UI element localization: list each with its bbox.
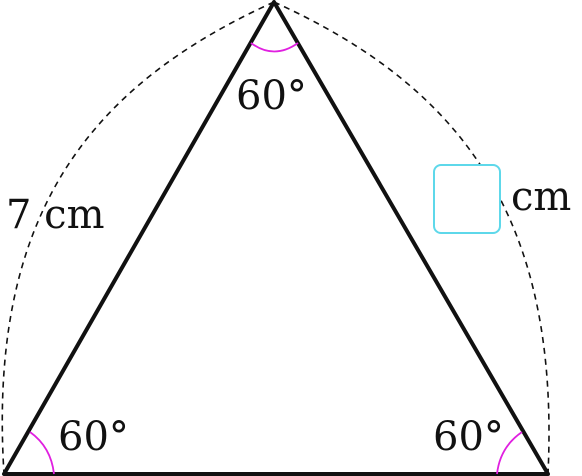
top-angle-arc (250, 42, 299, 53)
left-side-length-label: 7 cm (6, 192, 105, 238)
side-length-answer-box[interactable] (433, 164, 501, 234)
right-angle-label: 60° (433, 414, 504, 460)
left-angle-arc (29, 431, 55, 475)
equilateral-triangle (2, 0, 550, 476)
top-angle-label: 60° (236, 73, 307, 119)
left-dashed-arc (1, 1, 275, 475)
left-angle-label: 60° (58, 414, 129, 460)
right-angle-arc (496, 431, 523, 475)
right-side-unit-label: cm (511, 174, 571, 220)
